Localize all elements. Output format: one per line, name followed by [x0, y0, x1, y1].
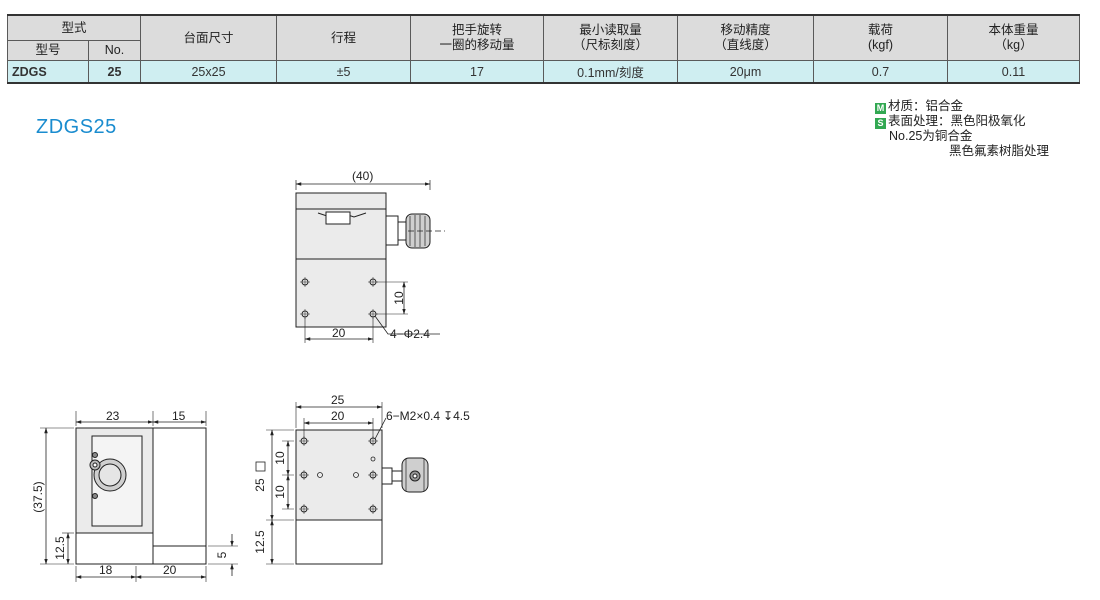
header-accuracy-line1: 移动精度 — [720, 23, 771, 37]
material-text: 材质：铝合金 — [888, 99, 964, 113]
side-view — [40, 411, 238, 582]
cell-stroke: ±5 — [276, 60, 411, 84]
product-title: ZDGS25 — [36, 116, 117, 138]
dim-front-p2: 10 — [273, 485, 287, 499]
header-handle-line1: 把手旋转 — [451, 23, 502, 37]
header-accuracy: 移动精度 （直线度） — [677, 14, 814, 61]
dim-top-pitch-h: 20 — [332, 326, 346, 340]
top-view-upper-block — [295, 192, 387, 260]
lock-screw — [325, 211, 351, 225]
cell-no: 25 — [88, 60, 141, 84]
dim-side-step: 5 — [215, 551, 229, 558]
dim-front-base: 12.5 — [253, 530, 267, 554]
header-stroke: 行程 — [276, 14, 411, 61]
dim-hole-spec: 4−Φ2.4 — [390, 327, 430, 341]
cell-weight: 0.11 — [947, 60, 1080, 84]
dim-top-pitch-v: 10 — [392, 291, 406, 305]
dim-top-width: (40) — [352, 169, 373, 183]
header-accuracy-line2: （直线度） — [714, 38, 777, 52]
header-model: 型号 — [7, 40, 89, 61]
dim-front-w1: 25 — [331, 393, 345, 407]
header-handle-line2: 一圈的移动量 — [439, 38, 515, 52]
header-load-line1: 载荷 — [867, 23, 893, 37]
header-type: 型式 — [7, 14, 141, 41]
table-row: ZDGS 25 25x25 ±5 17 0.1mm/刻度 20μm 0.7 0.… — [7, 60, 1080, 84]
dim-side-height: (37.5) — [31, 481, 45, 512]
resin-note: 黑色氟素树脂处理 — [949, 144, 1050, 158]
mounting-hole — [300, 277, 378, 319]
front-view-table — [295, 429, 383, 521]
header-min-read: 最小读取量 （尺标刻度） — [543, 14, 678, 61]
header-weight-line2: （kg） — [994, 38, 1033, 52]
square-symbol-icon — [255, 461, 266, 472]
dim-front-screw: 6−M2×0.4↧4.5 — [386, 409, 470, 423]
header-weight: 本体重量 （kg） — [947, 14, 1080, 61]
dim-front-size: 25 — [253, 478, 267, 492]
dim-side-base: 12.5 — [53, 536, 67, 560]
top-view — [295, 180, 445, 343]
header-no: No. — [88, 40, 141, 61]
cell-load: 0.7 — [813, 60, 948, 84]
front-view-base — [295, 519, 383, 565]
surface-text: 表面处理：黑色阳极氧化 — [888, 114, 1026, 128]
header-handle: 把手旋转 一圈的移动量 — [410, 14, 544, 61]
dim-side-w1: 23 — [106, 409, 120, 423]
header-load-line2: (kgf) — [868, 38, 893, 52]
header-min-read-line1: 最小读取量 — [579, 23, 642, 37]
dim-side-bot2: 20 — [163, 563, 177, 577]
top-view-lower-block — [295, 258, 387, 328]
spec-table: 型式 台面尺寸 行程 把手旋转 一圈的移动量 最小读取量 （尺标刻度） 移动精度… — [7, 14, 1080, 84]
cell-handle: 17 — [410, 60, 544, 84]
header-min-read-line2: （尺标刻度） — [572, 38, 648, 52]
cell-table-size: 25x25 — [140, 60, 277, 84]
cell-min-read: 0.1mm/刻度 — [543, 60, 678, 84]
dim-front-w2: 20 — [331, 409, 345, 423]
surface-badge-icon: S — [875, 118, 886, 129]
header-load: 载荷 (kgf) — [813, 14, 948, 61]
dim-side-w2: 15 — [172, 409, 186, 423]
dim-side-bot1: 18 — [99, 563, 113, 577]
dim-front-p1: 10 — [273, 451, 287, 465]
cell-accuracy: 20μm — [677, 60, 814, 84]
header-weight-line1: 本体重量 — [988, 23, 1039, 37]
material-badge-icon: M — [875, 103, 886, 114]
cell-model: ZDGS — [7, 60, 89, 84]
front-view — [255, 402, 429, 565]
no25-note: No.25为铜合金 — [889, 129, 973, 143]
